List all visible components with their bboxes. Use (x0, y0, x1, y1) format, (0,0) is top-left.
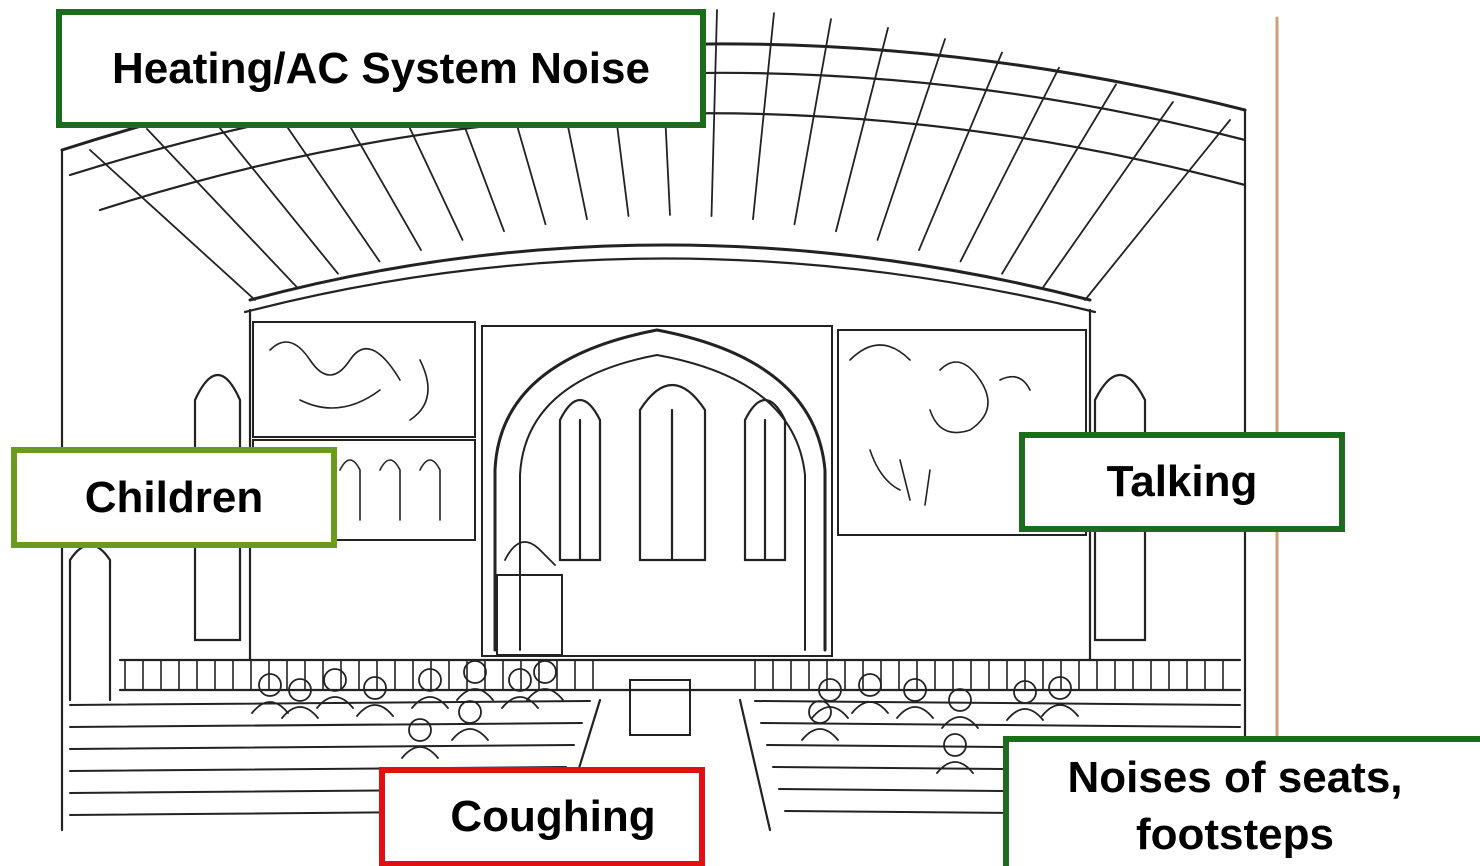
congregation-shoulders (896, 706, 934, 719)
congregation-shoulders (401, 746, 439, 759)
congregation-shoulders (251, 701, 289, 714)
congregation-head (323, 668, 347, 692)
ceiling-arc (248, 243, 1092, 302)
congregation-head (288, 678, 312, 702)
ceiling-beam (793, 18, 832, 226)
ceiling-beam (1001, 83, 1117, 275)
label-talking: Talking (1019, 432, 1345, 532)
pew (760, 722, 1241, 728)
chancel-arch (493, 328, 827, 652)
congregation-head (943, 733, 967, 757)
congregation-shoulders (936, 761, 974, 774)
label-children: Children (11, 447, 337, 548)
chancel-window (558, 399, 602, 562)
label-heating-ac-noise-text: Heating/AC System Noise (112, 43, 650, 93)
side-window (193, 373, 242, 642)
congregation-head (808, 700, 832, 724)
congregation-head (858, 673, 882, 697)
label-coughing-text: Coughing (450, 792, 656, 842)
pulpit (496, 574, 563, 656)
ceiling-beam (146, 128, 298, 288)
mural-figure (339, 459, 441, 521)
ceiling-beam (959, 66, 1060, 263)
congregation-head (1048, 676, 1072, 700)
label-seats-footsteps-text: Noises of seats, footsteps (1067, 752, 1403, 859)
mural-figure (849, 344, 1031, 506)
pew (69, 700, 591, 706)
congregation-head (508, 668, 532, 692)
congregation-head (418, 668, 442, 692)
congregation-head (463, 660, 487, 684)
congregation-shoulders (281, 706, 319, 719)
ceiling-arc (243, 257, 1097, 314)
congregation-shoulders (451, 728, 489, 741)
ceiling-beam (835, 26, 889, 233)
aisle-edge (738, 698, 772, 832)
chancel-arch (519, 353, 806, 651)
ceiling-beam (710, 9, 718, 217)
congregation-shoulders (801, 728, 839, 741)
label-heating-ac-noise: Heating/AC System Noise (56, 9, 706, 128)
congregation-head (458, 700, 482, 724)
altar (629, 679, 691, 736)
ceiling-beam (752, 12, 775, 221)
congregation-head (363, 676, 387, 700)
congregation-head (818, 678, 842, 702)
congregation-head (948, 688, 972, 712)
congregation-head (903, 678, 927, 702)
congregation-shoulders (941, 716, 979, 729)
side-window (68, 543, 112, 702)
mural-panel (252, 321, 476, 438)
side-window (1093, 373, 1147, 642)
ceiling-beam (203, 107, 339, 275)
congregation-shoulders (316, 696, 354, 709)
congregation-shoulders (356, 704, 394, 717)
ceiling-beam (876, 38, 946, 241)
chancel-window (743, 399, 787, 562)
label-seats-footsteps: Noises of seats, footsteps (1003, 736, 1480, 866)
pew (754, 700, 1241, 706)
label-talking-text: Talking (1106, 457, 1258, 507)
congregation-head (533, 660, 557, 684)
mural-figure (269, 341, 429, 421)
congregation-head (408, 718, 432, 742)
congregation-shoulders (456, 688, 494, 701)
label-coughing: Coughing (379, 767, 705, 866)
ceiling-beam (1084, 119, 1231, 301)
congregation-shoulders (526, 688, 564, 701)
congregation-shoulders (1041, 704, 1079, 717)
congregation-shoulders (851, 701, 889, 714)
congregation-head (258, 673, 282, 697)
congregation-shoulders (411, 696, 449, 709)
ceiling-beam (89, 149, 256, 301)
pulpit-figure (504, 541, 556, 566)
ceiling-beam (1042, 101, 1174, 288)
mural-panel (481, 325, 833, 657)
congregation-shoulders (501, 696, 539, 709)
chancel-window (638, 384, 707, 562)
pew (69, 722, 583, 728)
label-children-text: Children (84, 472, 264, 522)
ceiling-beam (918, 51, 1003, 251)
congregation-shoulders (1006, 708, 1044, 721)
pew (69, 744, 575, 750)
congregation-head (1013, 680, 1037, 704)
